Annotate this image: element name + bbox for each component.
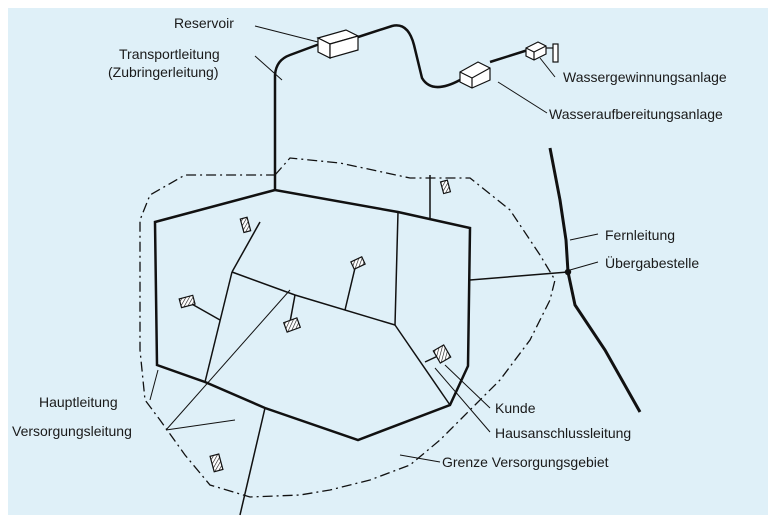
label-fernleitung: Fernleitung — [605, 227, 675, 243]
label-versorgungsleitung: Versorgungsleitung — [12, 423, 132, 439]
customer-building-2 — [178, 294, 196, 309]
label-kunde: Kunde — [495, 400, 536, 416]
reservoir-icon — [316, 29, 360, 59]
treatment-plant-icon — [459, 61, 491, 89]
leader-lines — [149, 25, 599, 463]
label-hausanschlussleitung: Hausanschlussleitung — [495, 425, 631, 441]
label-grenze-versorgungsgebiet: Grenze Versorgungsgebiet — [442, 454, 609, 470]
label-transportleitung: Transportleitung — [119, 46, 220, 62]
customer-building-7 — [209, 453, 224, 473]
main-ring — [153, 188, 472, 442]
label-wasseraufbereitungsanlage: Wasseraufbereitungsanlage — [549, 106, 723, 122]
label-hauptleitung: Hauptleitung — [39, 394, 118, 410]
raw-water-line — [354, 24, 476, 89]
extraction-plant-icon — [525, 41, 559, 63]
customer-building-4 — [282, 317, 302, 333]
transfer-point-dot — [564, 268, 572, 276]
label-wassergewinnungsanlage: Wassergewinnungsanlage — [563, 69, 727, 85]
customer-building-3 — [350, 256, 366, 270]
distribution-lines — [189, 175, 569, 516]
label-zubringerleitung: (Zubringerleitung) — [108, 64, 219, 80]
transport-line — [273, 40, 326, 190]
customer-building-5 — [439, 179, 452, 195]
label-reservoir: Reservoir — [174, 15, 234, 31]
intake-line — [489, 48, 529, 64]
diagram-background — [8, 8, 768, 515]
customer-building-6 — [432, 344, 452, 364]
customer-buildings — [178, 179, 452, 473]
label-uebergabestelle: Übergabestelle — [605, 254, 699, 271]
customer-building-1 — [239, 216, 252, 234]
